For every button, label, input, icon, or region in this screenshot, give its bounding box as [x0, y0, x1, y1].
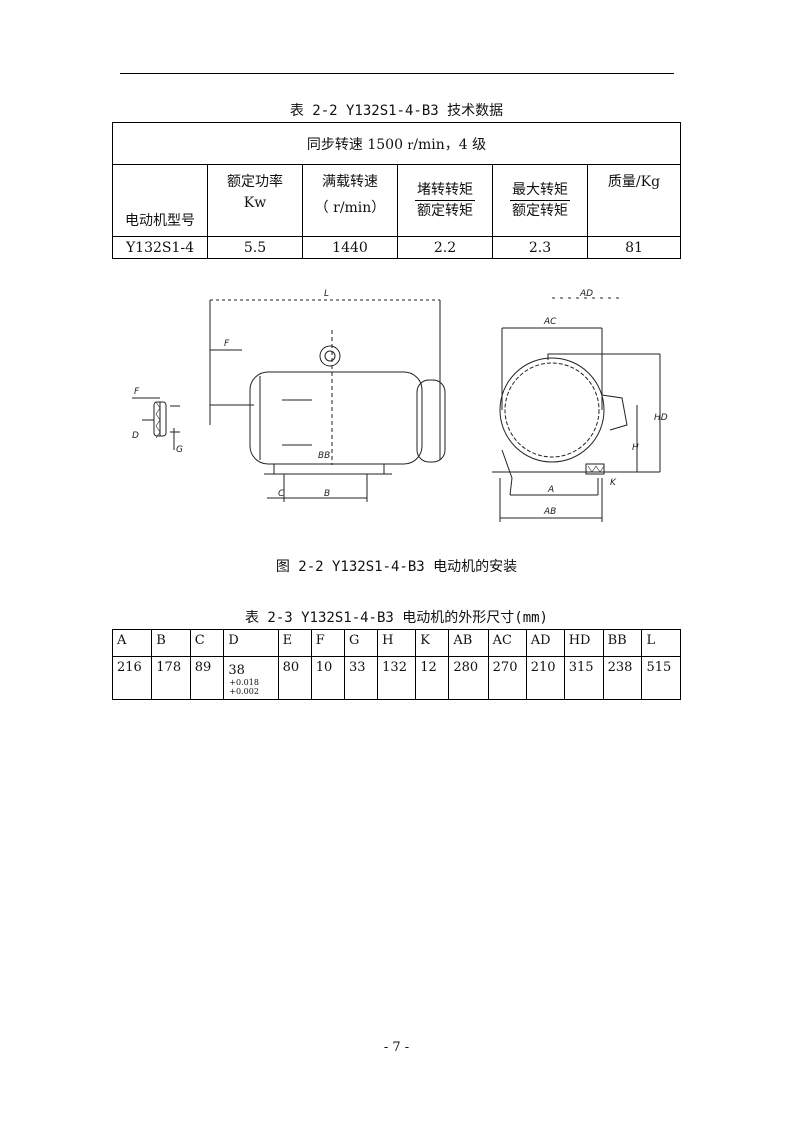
header-stall-ratio: 堵转转矩 额定转矩: [397, 164, 493, 237]
dimension-header-cell: L: [641, 629, 681, 657]
dimension-value-cell: 132: [377, 656, 417, 700]
dimension-value-cell: 315: [563, 656, 604, 700]
label-K: K: [610, 478, 617, 488]
header-max-ratio: 最大转矩 额定转矩: [492, 164, 588, 237]
dimension-header-cell: H: [377, 629, 417, 657]
header-model: 电动机型号: [112, 164, 208, 237]
label-AB: AB: [543, 507, 556, 517]
dimension-value-cell: 12: [415, 656, 450, 700]
motor-installation-drawing: L F F D G BB C B AD AC HD H K A AB: [132, 289, 668, 522]
label-AC: AC: [543, 317, 557, 327]
dimension-header-cell: D: [223, 629, 279, 657]
cell-max: 2.3: [492, 236, 588, 259]
label-F2: F: [134, 387, 140, 397]
header-speed-line1: 满载转速: [322, 174, 378, 190]
dimension-header-cell: HD: [563, 629, 604, 657]
label-B: B: [324, 489, 330, 499]
stall-denominator: 额定转矩: [417, 203, 473, 219]
dimension-value-cell: 280: [448, 656, 489, 700]
dimension-header-cell: K: [415, 629, 450, 657]
header-rule: [120, 73, 674, 74]
label-G: G: [176, 445, 183, 455]
speed-unit-num: r: [407, 137, 414, 152]
dimension-value-cell: 515: [641, 656, 681, 700]
table2-caption: 表 2-3 Y132S1-4-B3 电动机的外形尺寸(mm): [244, 610, 548, 626]
label-A: A: [547, 485, 554, 495]
dimension-value-cell: 216: [111, 656, 153, 700]
cell-power: 5.5: [207, 236, 303, 259]
d-tolerance-lower: +0.002: [229, 687, 259, 696]
cell-stall: 2.2: [397, 236, 493, 259]
dimension-header-cell: C: [189, 629, 225, 657]
cell-speed: 1440: [302, 236, 398, 259]
table1-caption: 表 2-2 Y132S1-4-B3 技术数据: [289, 103, 504, 119]
dimension-value-cell: 10: [310, 656, 345, 700]
label-L: L: [324, 289, 329, 299]
dimension-value-cell: 80: [277, 656, 312, 700]
d-tolerance: +0.018+0.002: [229, 678, 259, 696]
header-power-line1: 额定功率: [227, 174, 283, 190]
label-BB: BB: [318, 451, 330, 461]
technical-data-table: 同步转速 1500 r/min，4 级 电动机型号 额定功率 Kw 满载转速 （…: [112, 122, 681, 259]
label-C: C: [278, 489, 285, 499]
dimension-value-cell: 89: [189, 656, 225, 700]
dimension-header-cell: AD: [525, 629, 565, 657]
d-tolerance-upper: +0.018: [229, 678, 259, 687]
dimension-header-cell: E: [277, 629, 312, 657]
label-AD: AD: [579, 289, 593, 299]
label-H: H: [632, 443, 639, 453]
header-speed: 满载转速 （ r/min）: [302, 164, 398, 237]
dimension-value-cell: 270: [487, 656, 527, 700]
header-power: 额定功率 Kw: [207, 164, 303, 237]
speed-text: 同步转速 1500: [306, 136, 404, 153]
speed-row: 同步转速 1500 r/min，4 级: [112, 122, 681, 165]
dimension-header-cell: A: [111, 629, 153, 657]
dimension-header-cell: AB: [448, 629, 489, 657]
label-HD: HD: [654, 413, 668, 423]
dimension-value-cell: 38+0.018+0.002: [223, 656, 279, 700]
header-power-line2: Kw: [243, 195, 267, 211]
dimension-value-cell: 238: [602, 656, 643, 700]
label-F: F: [224, 339, 230, 349]
max-numerator: 最大转矩: [510, 180, 570, 201]
header-mass: 质量/Kg: [587, 164, 681, 237]
cell-mass: 81: [587, 236, 681, 259]
label-D: D: [132, 431, 139, 441]
dimension-header-cell: BB: [602, 629, 643, 657]
dimension-value-cell: 33: [343, 656, 379, 700]
dimension-header-cell: AC: [487, 629, 527, 657]
max-denominator: 额定转矩: [512, 203, 568, 219]
cell-model: Y132S1-4: [112, 236, 208, 259]
page-number: - 7 -: [383, 1040, 410, 1055]
dimension-header-cell: G: [343, 629, 379, 657]
dimension-header-cell: F: [310, 629, 345, 657]
dimension-value-cell: 178: [151, 656, 191, 700]
dimension-header-cell: B: [151, 629, 191, 657]
dimension-value-cell: 210: [525, 656, 565, 700]
d-value: 38: [228, 663, 245, 678]
stall-numerator: 堵转转矩: [415, 180, 475, 201]
speed-unit-den: min，4 级: [417, 136, 487, 153]
header-speed-line2: （ r/min）: [314, 200, 386, 216]
figure-caption: 图 2-2 Y132S1-4-B3 电动机的安装: [275, 559, 518, 575]
